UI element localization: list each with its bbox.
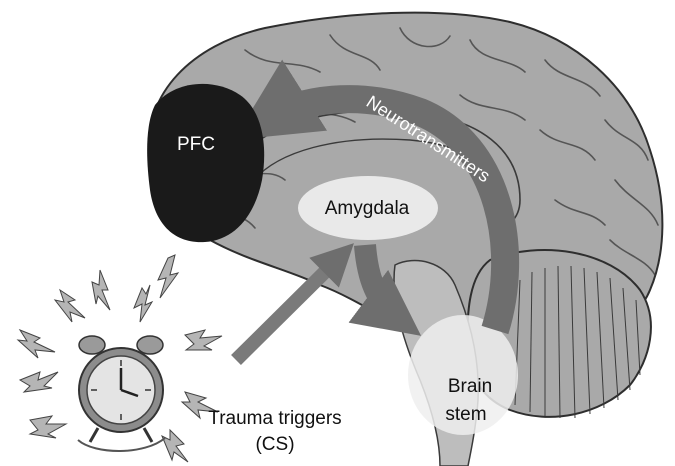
- trigger-label-line2: (CS): [255, 434, 294, 455]
- alarm-clock-icon: [18, 255, 222, 462]
- brain-stem-label-line2: stem: [445, 404, 486, 425]
- pfc-label: PFC: [177, 134, 215, 155]
- trigger-label-line1: Trauma triggers: [208, 408, 341, 429]
- amygdala-label: Amygdala: [325, 198, 410, 219]
- brain-stem-label-line1: Brain: [448, 376, 492, 397]
